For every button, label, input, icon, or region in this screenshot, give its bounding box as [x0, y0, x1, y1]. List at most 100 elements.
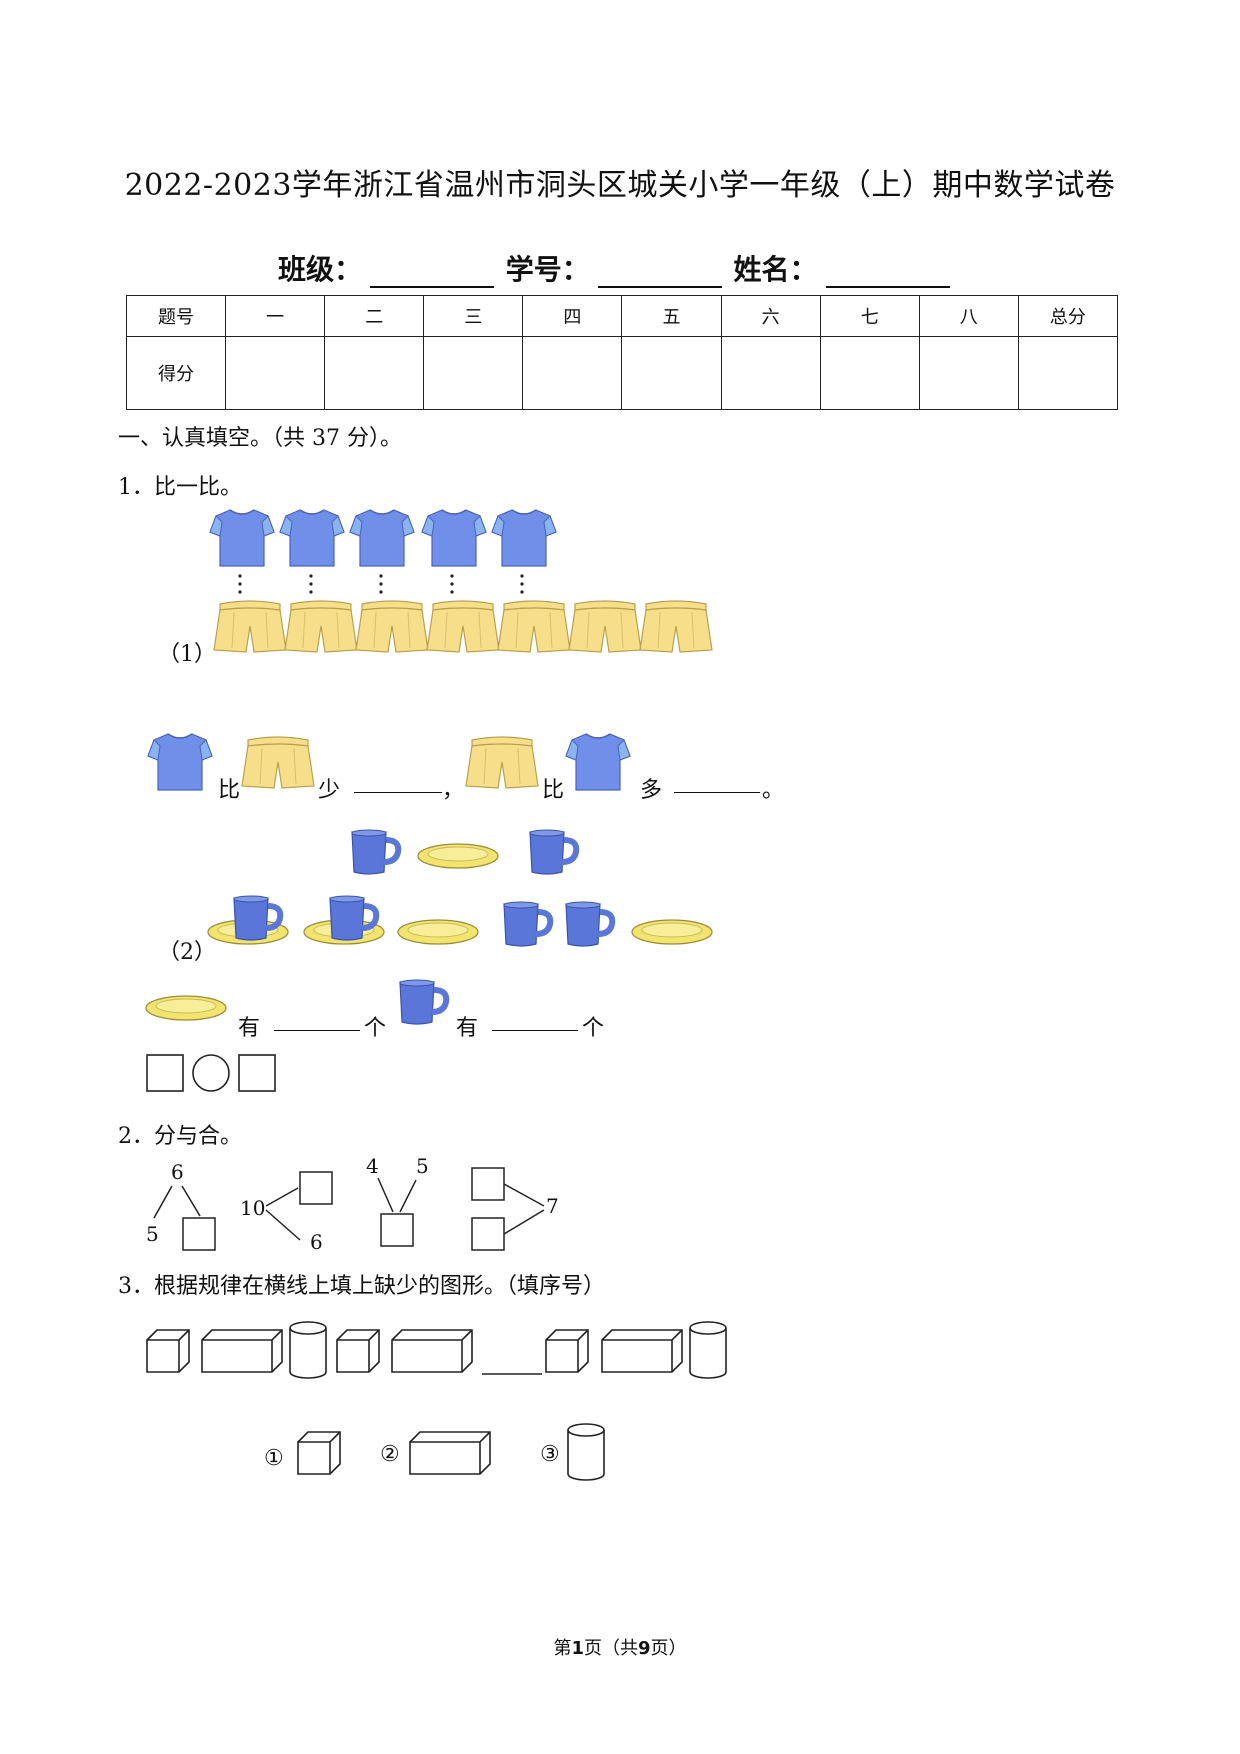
- plate-icon: [397, 919, 479, 945]
- shorts-icon: [241, 736, 315, 789]
- student-info: 班级： 学号： 姓名：: [278, 248, 952, 288]
- shorts-icon: [426, 600, 500, 653]
- tree2-left: 10: [240, 1196, 266, 1220]
- compare-shao: 少: [318, 778, 341, 803]
- cylinder-icon: [689, 1321, 727, 1379]
- plate-icon: [145, 995, 227, 1021]
- score-header: 二: [324, 295, 425, 337]
- tree3-left: 4: [366, 1154, 379, 1178]
- score-cell[interactable]: [819, 336, 920, 410]
- answer-box[interactable]: [299, 1171, 333, 1205]
- q3-label: 3．根据规律在横线上填上缺少的图形。（填序号）: [118, 1274, 605, 1299]
- id-field[interactable]: [597, 256, 722, 288]
- ge-label: 个: [582, 1016, 605, 1041]
- shirt-icon: [565, 733, 631, 791]
- section1-heading: 一、认真填空。（共 37 分）。: [118, 426, 402, 451]
- footer-prefix: 第: [553, 1638, 572, 1659]
- score-header: 五: [621, 295, 722, 337]
- class-label: 班级：: [278, 253, 363, 286]
- score-cell[interactable]: [423, 336, 524, 410]
- score-cell[interactable]: [1017, 336, 1119, 410]
- dotted-connectors: [238, 574, 524, 594]
- score-cell[interactable]: [225, 336, 326, 410]
- shorts-icon: [639, 600, 713, 653]
- number-tree-2: [265, 1171, 333, 1241]
- score-cell[interactable]: [324, 336, 425, 410]
- cube-icon: [297, 1431, 341, 1475]
- cuboid-icon: [601, 1329, 683, 1373]
- shirt-icon: [209, 509, 275, 567]
- score-cell[interactable]: [522, 336, 623, 410]
- compare-bi: 比: [218, 778, 241, 803]
- option-1: ①: [264, 1446, 284, 1471]
- number-tree-3: [377, 1177, 417, 1247]
- footer-total: 9: [638, 1638, 651, 1659]
- plate-count-blank[interactable]: [274, 1010, 360, 1035]
- shorts-icon: [213, 600, 287, 653]
- compare-blank-2[interactable]: [674, 772, 760, 797]
- shorts-icon: [465, 736, 539, 789]
- q1-label: 1．比一比。: [118, 475, 242, 500]
- score-header: 八: [918, 295, 1019, 337]
- tree1-top: 6: [171, 1160, 184, 1184]
- option-3: ③: [540, 1442, 560, 1467]
- cup-icon: [400, 980, 446, 1024]
- class-field[interactable]: [370, 256, 495, 288]
- cube-icon: [146, 1329, 190, 1373]
- cup-icon: [566, 902, 612, 946]
- score-row: 得分: [125, 336, 1119, 410]
- answer-box[interactable]: [182, 1217, 216, 1251]
- cuboid-icon: [201, 1329, 283, 1373]
- you-label: 有: [456, 1016, 479, 1041]
- period: 。: [762, 778, 785, 803]
- shirt-icon: [421, 509, 487, 567]
- option-2: ②: [380, 1442, 400, 1467]
- shirt-icon: [147, 733, 213, 791]
- shorts-icon: [497, 600, 571, 653]
- cube-icon: [336, 1329, 380, 1373]
- score-cell[interactable]: [621, 336, 722, 410]
- shorts-icon: [355, 600, 429, 653]
- cup-icon: [504, 902, 550, 946]
- ge-label: 个: [364, 1016, 387, 1041]
- score-header: 三: [423, 295, 524, 337]
- score-header-row: 题号 一 二 三 四 五 六 七 八 总分: [125, 295, 1119, 337]
- cuboid-icon: [391, 1329, 473, 1373]
- compare-duo: 多: [640, 778, 663, 803]
- footer-page: 1: [571, 1638, 584, 1659]
- tree1-left: 5: [146, 1222, 159, 1246]
- number-tree-4: [471, 1167, 545, 1251]
- footer-suffix: 页）: [650, 1638, 687, 1659]
- answer-box[interactable]: [471, 1217, 505, 1251]
- footer-middle: 页（共: [584, 1638, 638, 1659]
- plate-icon: [631, 919, 713, 945]
- tree3-right: 5: [416, 1154, 429, 1178]
- score-cell[interactable]: [918, 336, 1019, 410]
- score-table: 题号 一 二 三 四 五 六 七 八 总分 得分: [125, 295, 1119, 410]
- answer-square[interactable]: [238, 1054, 276, 1092]
- compare-blank-1[interactable]: [354, 772, 442, 797]
- tree2-bottom: 6: [310, 1230, 323, 1254]
- cup-count-blank[interactable]: [492, 1010, 578, 1035]
- name-field[interactable]: [825, 256, 950, 288]
- cube-icon: [545, 1329, 589, 1373]
- number-tree-1: [153, 1185, 216, 1251]
- score-cell[interactable]: [720, 336, 821, 410]
- name-label: 姓名：: [733, 253, 818, 286]
- answer-box[interactable]: [380, 1213, 414, 1247]
- cylinder-icon: [289, 1321, 327, 1379]
- page-footer: 第1页（共9页）: [0, 1634, 1240, 1660]
- tree4-right: 7: [546, 1194, 559, 1218]
- answer-square[interactable]: [146, 1054, 184, 1092]
- shorts-icon: [568, 600, 642, 653]
- page-title: 2022-2023学年浙江省温州市洞头区城关小学一年级（上）期中数学试卷: [124, 168, 1116, 203]
- answer-circle[interactable]: [192, 1054, 230, 1092]
- shorts-icon: [284, 600, 358, 653]
- shirt-icon: [349, 509, 415, 567]
- cylinder-icon: [567, 1423, 605, 1481]
- cuboid-icon: [409, 1431, 491, 1475]
- score-header: 一: [225, 295, 326, 337]
- q2-label: 2．分与合。: [118, 1124, 242, 1149]
- answer-box[interactable]: [471, 1167, 505, 1201]
